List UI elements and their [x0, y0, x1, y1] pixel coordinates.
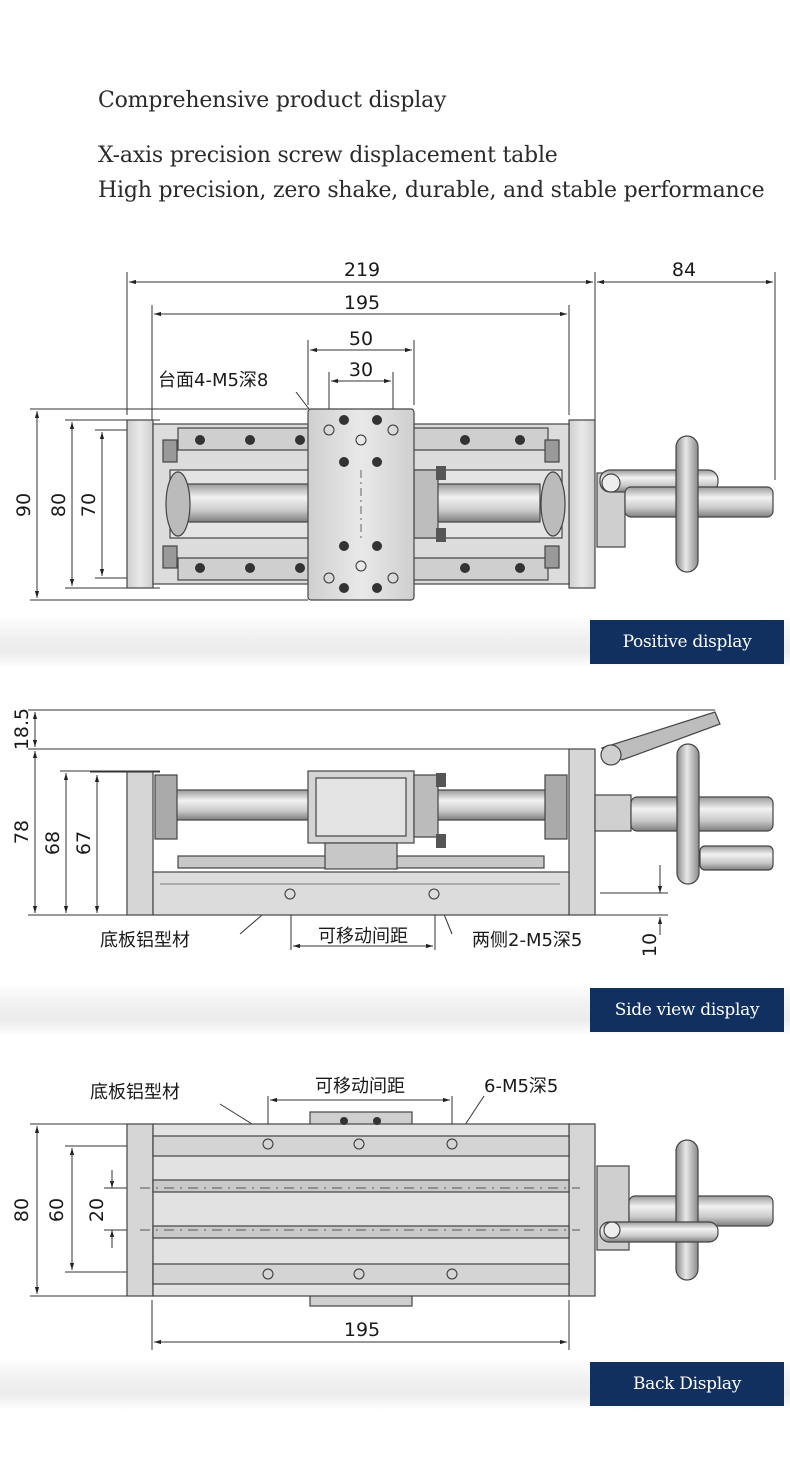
dim-back-height-60: 60: [46, 1198, 68, 1222]
dimension-lines-top: [30, 272, 776, 601]
side-view-body: [126, 711, 774, 916]
subtitle-product-name: X-axis precision screw displacement tabl…: [98, 143, 558, 168]
positive-view-drawing: 219 84 195 50 30 台面4-M5深8 90 80 70: [13, 259, 776, 601]
note-side-holes: 两侧2-M5深5: [472, 930, 582, 951]
note-back-holes: 6-M5深5: [484, 1076, 558, 1097]
dim-back-height-20: 20: [86, 1198, 108, 1222]
dim-handle-84: 84: [672, 259, 696, 281]
dim-lever-18-5: 18.5: [11, 708, 33, 750]
subtitle-features: High precision, zero shake, durable, and…: [98, 178, 765, 203]
back-mounting-holes: [262, 1117, 458, 1280]
dim-height-80: 80: [48, 493, 70, 517]
heading-product-display: Comprehensive product display: [98, 88, 447, 113]
note-back-base-extrusion: 底板铝型材: [90, 1082, 180, 1103]
dim-back-height-80: 80: [11, 1198, 33, 1222]
dim-back-length-195: 195: [344, 1319, 380, 1341]
dim-height-68: 68: [42, 831, 64, 855]
label-positive-display: Positive display: [590, 620, 784, 664]
note-back-travel-distance: 可移动间距: [315, 1076, 405, 1097]
mounting-holes-top: [195, 415, 525, 593]
label-back-display: Back Display: [590, 1362, 784, 1406]
dim-pitch-30: 30: [349, 359, 373, 381]
note-travel-distance: 可移动间距: [318, 926, 408, 947]
dim-height-90: 90: [13, 493, 35, 517]
dim-length-195: 195: [344, 292, 380, 314]
side-view-drawing: 18.5 78 68 67 10 底板铝型材 可移动间距 两侧2-M5深5: [11, 708, 774, 957]
dim-table-50: 50: [349, 328, 373, 350]
positive-view-body: [126, 408, 774, 601]
back-view-drawing: 底板铝型材 可移动间距 6-M5深5 80 60 20 195: [11, 1076, 774, 1350]
dim-base-10: 10: [639, 933, 661, 957]
dim-height-70: 70: [78, 493, 100, 517]
dim-height-67: 67: [73, 831, 95, 855]
note-table-holes: 台面4-M5深8: [158, 370, 268, 391]
note-base-extrusion: 底板铝型材: [100, 930, 190, 951]
back-view-body: [126, 1111, 774, 1307]
label-side-view-display: Side view display: [590, 988, 784, 1032]
dim-height-78: 78: [11, 820, 33, 844]
dim-overall-219: 219: [344, 259, 380, 281]
